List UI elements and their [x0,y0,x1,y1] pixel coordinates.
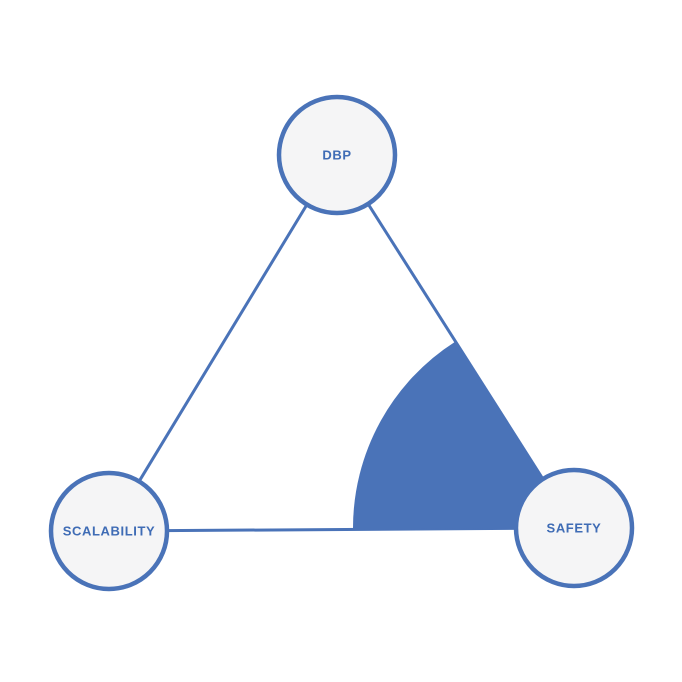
node-circle-scalability [48,470,170,592]
node-circle-safety [513,467,635,589]
node-label-safety: SAFETY [547,521,602,536]
triangle-edge-scalability-safety [108,526,575,533]
node-label-dbp: DBP [322,148,351,163]
node-circle-dbp [276,94,398,216]
angle-wedge-safety [352,341,574,530]
node-label-scalability: SCALABILITY [63,524,156,539]
triangle-edge-dbp-scalability [107,154,339,532]
